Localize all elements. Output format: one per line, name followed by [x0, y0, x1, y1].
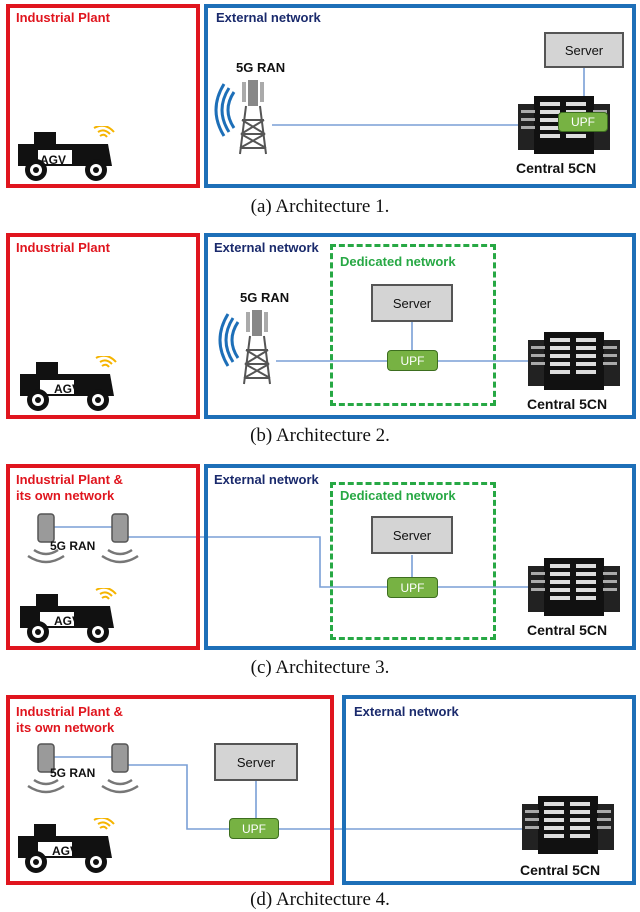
ran-label-d: 5G RAN	[50, 766, 96, 780]
central-5cn-label-d: Central 5CN	[520, 862, 601, 878]
agv-label-b: AGV	[54, 382, 81, 396]
dedicated-network-box-b	[330, 244, 496, 406]
small-cell-antenna-icon	[27, 743, 65, 794]
server-c: Server	[371, 516, 453, 554]
caption-b: (b) Architecture 2.	[250, 425, 390, 446]
core-server-rack-icon	[522, 796, 614, 854]
upf-c: UPF	[387, 577, 438, 598]
caption-a: (a) Architecture 1.	[250, 196, 390, 217]
small-cell-antenna-icon	[27, 513, 65, 564]
caption-d: (d) Architecture 4.	[250, 889, 390, 910]
external-network-box-b	[204, 233, 636, 419]
external-network-label-b: External network	[214, 240, 319, 255]
agv-icon	[20, 588, 117, 643]
industrial-plant-box-b	[6, 233, 200, 419]
cell-tower-icon	[218, 310, 271, 385]
industrial-plant-label-d-line2: its own network	[16, 720, 115, 735]
industrial-plant-label-b: Industrial Plant	[16, 240, 110, 255]
agv-label-a: AGV	[40, 153, 67, 167]
upf-d: UPF	[229, 818, 279, 839]
agv-label-d: AGV	[52, 844, 79, 858]
industrial-plant-box-a	[6, 4, 200, 188]
central-5cn-label-b: Central 5CN	[527, 396, 608, 412]
server-d: Server	[214, 743, 298, 781]
external-network-box-d	[342, 695, 636, 885]
small-cell-antenna-icon	[101, 513, 139, 564]
external-network-box-a	[204, 4, 636, 188]
dedicated-network-label-b: Dedicated network	[340, 254, 456, 269]
external-network-label-c: External network	[214, 472, 319, 487]
agv-label-c: AGV	[54, 614, 81, 628]
cell-tower-icon	[214, 80, 267, 155]
industrial-plant-label-c-line1: Industrial Plant &	[16, 472, 123, 487]
ran-label-b: 5G RAN	[240, 290, 290, 305]
agv-icon	[20, 356, 117, 411]
industrial-plant-label-c-line2: its own network	[16, 488, 115, 503]
dedicated-network-label-c: Dedicated network	[340, 488, 456, 503]
core-server-rack-icon	[528, 558, 620, 616]
server-a: Server	[544, 32, 624, 68]
upf-b: UPF	[387, 350, 438, 371]
caption-c: (c) Architecture 3.	[250, 657, 390, 678]
ran-label-c: 5G RAN	[50, 539, 96, 553]
industrial-plant-box-d	[6, 695, 334, 885]
dedicated-network-box-c	[330, 482, 496, 640]
central-5cn-label-c: Central 5CN	[527, 622, 608, 638]
small-cell-antenna-icon	[101, 743, 139, 794]
industrial-plant-label-a: Industrial Plant	[16, 10, 110, 25]
external-network-label-d: External network	[354, 704, 459, 719]
external-network-box-c	[204, 464, 636, 650]
upf-a: UPF	[558, 112, 608, 132]
industrial-plant-label-d-line1: Industrial Plant &	[16, 704, 123, 719]
central-5cn-label-a: Central 5CN	[516, 160, 597, 176]
agv-icon	[18, 818, 115, 873]
external-network-label-a: External network	[216, 10, 321, 25]
server-b: Server	[371, 284, 453, 322]
industrial-plant-box-c	[6, 464, 200, 650]
agv-icon	[18, 126, 115, 181]
ran-label-a: 5G RAN	[236, 60, 286, 75]
core-server-rack-icon	[528, 332, 620, 390]
